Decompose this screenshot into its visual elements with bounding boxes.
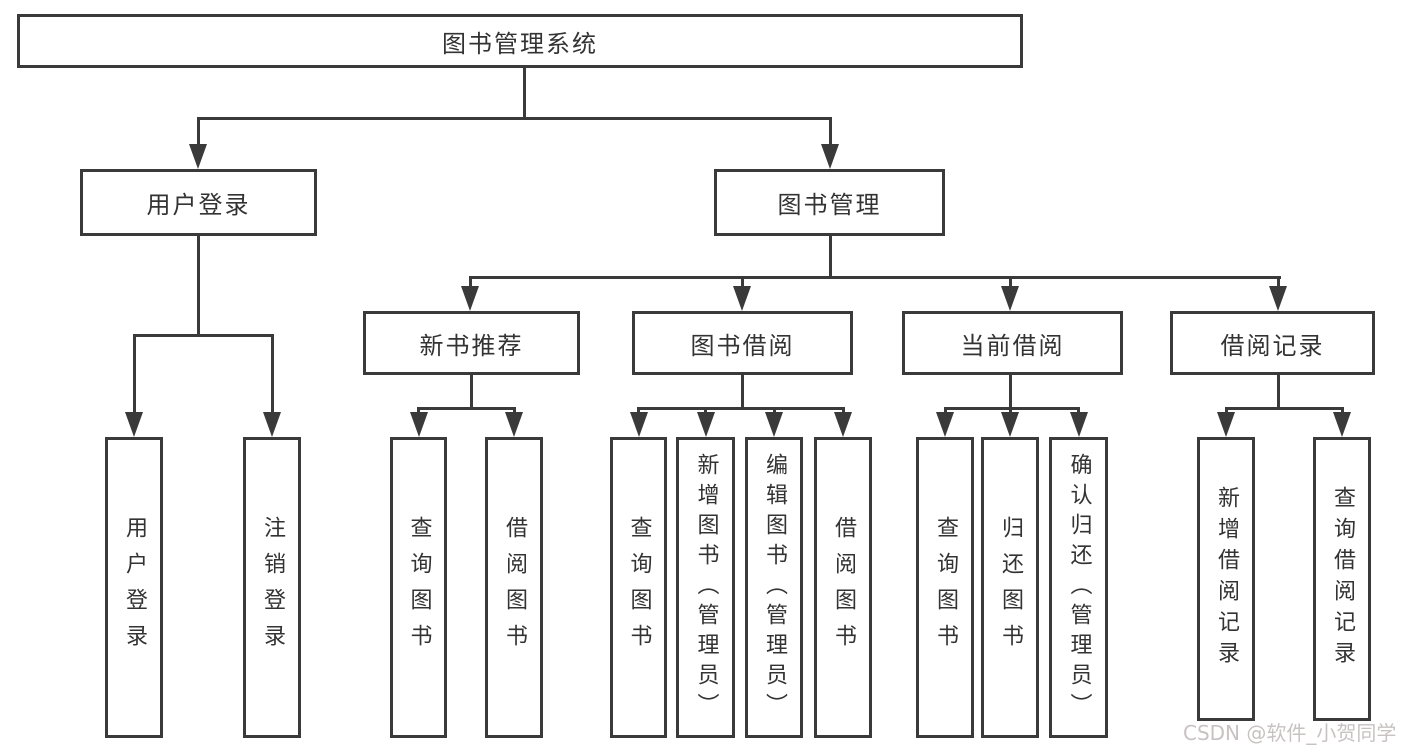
connector-leaf-drop xyxy=(637,407,640,415)
connector-currentborrow-stem xyxy=(1008,375,1012,409)
node-label: 图书管理系统 xyxy=(442,29,598,58)
leaf-label: 查询图书 xyxy=(933,515,958,660)
connector-leaf-drop xyxy=(1224,407,1228,415)
connector-leaf-drop xyxy=(512,407,516,415)
leaf-return-books: 归还图书 xyxy=(981,437,1039,738)
connector-borrowrecords-stem xyxy=(1276,375,1280,409)
leaf-label: 新增图书（管理员） xyxy=(693,452,719,723)
connector-bookborrow-drop xyxy=(740,276,744,288)
leaf-label: 注销登录 xyxy=(260,515,285,660)
leaf-query-books-borrow: 查询图书 xyxy=(610,437,667,738)
leaf-label: 查询借阅记录 xyxy=(1330,486,1355,672)
connector-newbook-stem xyxy=(469,375,473,409)
leaf-query-books-current: 查询图书 xyxy=(916,437,974,738)
leaf-logout: 注销登录 xyxy=(243,437,301,738)
leaf-label: 确认归还（管理员） xyxy=(1066,452,1092,723)
node-user-login: 用户登录 xyxy=(80,169,317,236)
connector-leaf-drop xyxy=(943,407,947,415)
arrowhead-user-login xyxy=(189,144,207,169)
node-label: 当前借阅 xyxy=(960,331,1065,360)
connector-userlogin-stem xyxy=(196,236,200,336)
leaf-edit-books-admin: 编辑图书（管理员） xyxy=(745,437,803,738)
node-library-management-system: 图书管理系统 xyxy=(17,14,1023,68)
node-label: 用户登录 xyxy=(146,191,251,219)
node-new-book-recommend: 新书推荐 xyxy=(363,311,580,375)
connector-newbook-rail xyxy=(416,406,516,410)
arrowhead-book-mgmt xyxy=(821,144,839,169)
arrowhead-leaf xyxy=(1217,412,1235,437)
leaf-borrow-books-recommend: 借阅图书 xyxy=(485,437,543,738)
arrowhead-borrowrecords xyxy=(1269,286,1287,311)
leaf-query-books-recommend: 查询图书 xyxy=(390,437,447,738)
arrowhead-leaf xyxy=(505,412,523,437)
connector-level2-rail xyxy=(468,275,1281,279)
connector-leaf-drop xyxy=(417,407,420,415)
arrowhead-leaf xyxy=(1001,412,1019,437)
connector-newbook-drop xyxy=(468,276,472,288)
node-label: 新书推荐 xyxy=(419,331,524,360)
connector-user-login-drop xyxy=(196,117,200,146)
arrowhead-leaf xyxy=(936,412,954,437)
connector-borrowrecords-drop xyxy=(1276,276,1280,288)
arrowhead-leaf xyxy=(629,412,648,437)
node-borrow-records: 借阅记录 xyxy=(1170,311,1375,375)
connector-root-stem xyxy=(522,68,526,119)
arrowhead-leaf xyxy=(263,412,281,437)
arrowhead-leaf xyxy=(1333,412,1351,437)
leaf-label: 查询图书 xyxy=(626,515,652,660)
arrowhead-bookborrow xyxy=(733,286,751,311)
arrowhead-leaf xyxy=(409,412,428,437)
connector-bookborrow-rail xyxy=(636,406,845,410)
connector-leaf-drop xyxy=(1008,407,1012,415)
node-book-management: 图书管理 xyxy=(714,169,945,236)
arrowhead-leaf xyxy=(696,412,715,437)
connector-currentborrow-rail xyxy=(943,406,1080,410)
leaf-label: 借阅图书 xyxy=(831,515,856,660)
leaf-borrow-books: 借阅图书 xyxy=(814,437,872,738)
node-label: 借阅记录 xyxy=(1220,331,1325,360)
leaf-label: 归还图书 xyxy=(998,515,1023,660)
arrowhead-newbook xyxy=(461,286,479,311)
connector-userlogin-rail xyxy=(132,333,274,337)
connector-leaf-drop xyxy=(704,407,707,415)
leaf-add-books-admin: 新增图书（管理员） xyxy=(676,437,735,738)
connector-bookborrow-stem xyxy=(740,375,744,409)
node-label: 图书借阅 xyxy=(690,331,795,360)
connector-level1-rail xyxy=(196,116,832,120)
arrowhead-currentborrow xyxy=(1001,286,1019,311)
leaf-label: 查询图书 xyxy=(406,515,432,660)
leaf-label: 新增借阅记录 xyxy=(1214,486,1239,672)
arrowhead-leaf xyxy=(125,412,143,437)
leaf-add-borrow-record: 新增借阅记录 xyxy=(1197,437,1255,721)
node-book-borrow: 图书借阅 xyxy=(632,311,853,375)
arrowhead-leaf xyxy=(1069,412,1088,437)
connector-leaf-drop xyxy=(1340,407,1344,415)
connector-book-mgmt-stem xyxy=(828,236,832,278)
connector-leaf-drop xyxy=(1077,407,1080,415)
leaf-label: 编辑图书（管理员） xyxy=(762,452,787,723)
arrowhead-leaf xyxy=(765,412,783,437)
connector-leaf-drop xyxy=(841,407,845,415)
connector-book-mgmt-drop xyxy=(828,117,832,146)
leaf-label: 借阅图书 xyxy=(502,515,527,660)
connector-leaf-drop xyxy=(772,407,776,415)
leaf-user-login: 用户登录 xyxy=(105,437,163,738)
leaf-label: 用户登录 xyxy=(122,515,147,660)
watermark: CSDN @软件_小贺同学 xyxy=(1183,721,1397,745)
arrowhead-leaf xyxy=(834,412,852,437)
connector-currentborrow-drop xyxy=(1008,276,1012,288)
connector-leaf-drop xyxy=(132,334,136,413)
leaf-confirm-return-admin: 确认归还（管理员） xyxy=(1049,437,1108,738)
leaf-query-borrow-record: 查询借阅记录 xyxy=(1313,437,1371,721)
node-label: 图书管理 xyxy=(777,191,882,219)
connector-borrowrecords-rail xyxy=(1224,406,1344,410)
node-current-borrow: 当前借阅 xyxy=(902,311,1123,375)
connector-leaf-drop xyxy=(270,334,274,413)
